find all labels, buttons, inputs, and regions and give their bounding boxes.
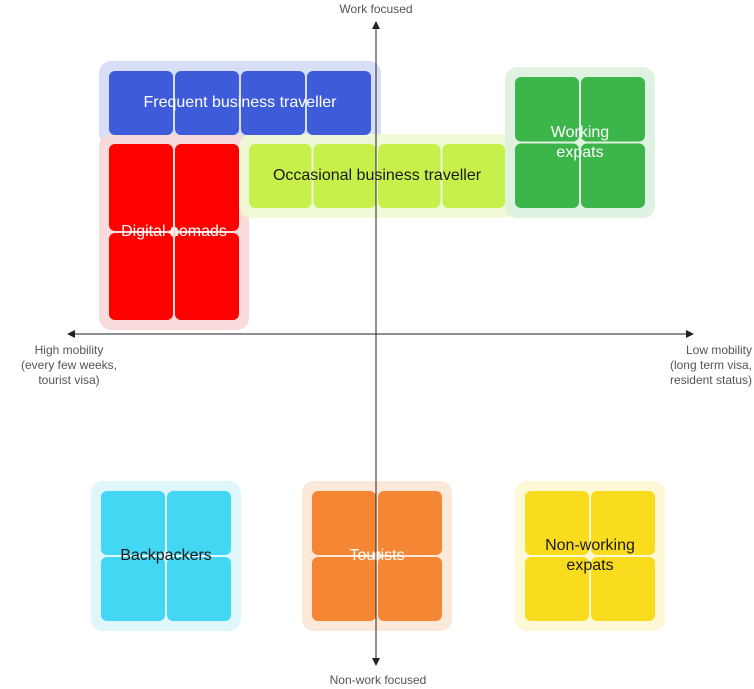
tile-frequent-business-traveller — [307, 71, 371, 135]
tile-digital-nomads — [109, 144, 173, 231]
tile-tourists — [378, 491, 442, 555]
tile-working-expats — [515, 143, 579, 208]
axis-label-left: High mobility (every few weeks, tourist … — [20, 343, 118, 387]
tile-backpackers — [101, 557, 165, 621]
group-label-working-expats: Working expats — [550, 123, 610, 161]
group-label-tourists: Tourists — [349, 547, 405, 564]
group-label-non-working-expats: Non-working expats — [545, 537, 635, 574]
tile-occasional-business-traveller — [313, 144, 376, 208]
tile-backpackers — [167, 557, 231, 621]
group-label-digital-nomads: Digital nomads — [121, 223, 227, 240]
tile-occasional-business-traveller — [249, 144, 312, 208]
tile-occasional-business-traveller — [378, 144, 441, 208]
tile-working-expats — [515, 77, 579, 142]
tile-digital-nomads — [109, 233, 173, 320]
tile-backpackers — [167, 491, 231, 555]
tile-non-working-expats — [591, 491, 655, 555]
axis-label-top: Work focused — [339, 2, 413, 16]
tile-non-working-expats — [525, 491, 589, 555]
tile-digital-nomads — [175, 144, 239, 231]
tile-frequent-business-traveller — [241, 71, 305, 135]
tile-tourists — [312, 557, 376, 621]
group-label-occasional-business-traveller: Occasional business traveller — [272, 167, 482, 184]
tile-tourists — [378, 557, 442, 621]
group-label-backpackers: Backpackers — [120, 547, 212, 564]
axis-label-bottom: Non-work focused — [329, 673, 427, 687]
tile-working-expats — [581, 77, 645, 142]
tile-non-working-expats — [525, 557, 589, 621]
tile-non-working-expats — [591, 557, 655, 621]
tile-tourists — [312, 491, 376, 555]
tile-frequent-business-traveller — [175, 71, 239, 135]
tile-working-expats — [581, 143, 645, 208]
tile-backpackers — [101, 491, 165, 555]
group-label-frequent-business-traveller: Frequent business traveller — [143, 94, 337, 111]
tile-occasional-business-traveller — [442, 144, 505, 208]
tile-frequent-business-traveller — [109, 71, 173, 135]
axis-label-right: Low mobility (long term visa, resident s… — [669, 343, 752, 387]
tile-digital-nomads — [175, 233, 239, 320]
